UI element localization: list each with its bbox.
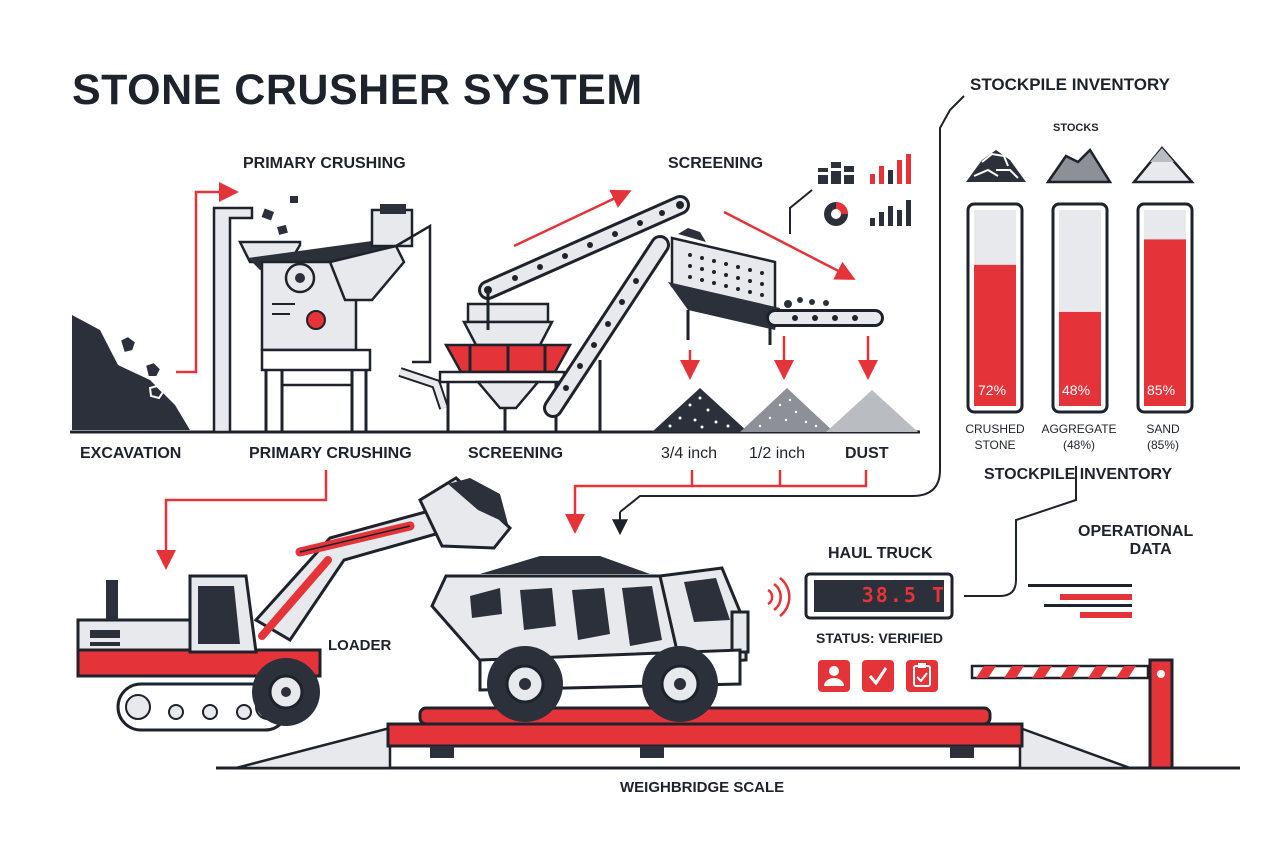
sand-pile-icon bbox=[1131, 146, 1195, 184]
label-screening-top: SCREENING bbox=[668, 155, 764, 172]
analytics-icon bbox=[818, 154, 911, 226]
conveyor-belt-icon bbox=[478, 195, 690, 300]
label-excavation: EXCAVATION bbox=[80, 445, 182, 462]
clipboard-icon[interactable] bbox=[906, 660, 938, 692]
signal-icon bbox=[767, 577, 791, 617]
user-icon[interactable] bbox=[818, 660, 850, 692]
screening-arrow bbox=[513, 189, 632, 248]
stock-bar-fill-crushed-stone bbox=[974, 264, 1016, 406]
pile-34-inch-icon bbox=[652, 388, 748, 432]
label-size-12: 1/2 inch bbox=[749, 445, 806, 462]
label-dust: DUST bbox=[845, 445, 889, 462]
stock-bars bbox=[966, 202, 1194, 414]
primary-crusher-icon bbox=[212, 196, 449, 434]
crushed-stone-pile-icon bbox=[966, 150, 1026, 182]
panel-connector bbox=[619, 95, 965, 513]
weight-display bbox=[804, 572, 954, 620]
pile-dust-icon bbox=[826, 390, 918, 432]
stock-pct-crushed-stone: 72% bbox=[978, 382, 1007, 398]
stock-pct-aggregate: 48% bbox=[1062, 382, 1091, 398]
weight-readout: 38.5 T bbox=[861, 583, 946, 607]
stock-name-aggregate: AGGREGATE(48%) bbox=[1041, 422, 1117, 452]
inventory-footer: STOCKPILE INVENTORY bbox=[984, 466, 1173, 483]
inventory-header: STOCKPILE INVENTORY bbox=[970, 75, 1170, 94]
label-weighbridge: WEIGHBRIDGE SCALE bbox=[620, 779, 785, 796]
cone-crusher-icon bbox=[438, 302, 573, 432]
label-haul-truck: HAUL TRUCK bbox=[828, 545, 933, 562]
label-primary-crushing: PRIMARY CRUSHING bbox=[249, 445, 412, 462]
weighbridge-icon bbox=[216, 706, 1240, 770]
page-title: STONE CRUSHER SYSTEM bbox=[72, 66, 643, 114]
stock-pct-sand: 85% bbox=[1147, 382, 1176, 398]
stock-bar-fill-aggregate bbox=[1059, 311, 1101, 406]
stock-name-sand: SAND(85%) bbox=[1146, 422, 1180, 452]
vibrating-screen-icon bbox=[668, 228, 884, 345]
feed-arrow bbox=[176, 182, 239, 374]
stock-bar-fill-sand bbox=[1144, 239, 1186, 406]
screening-arrow bbox=[723, 210, 856, 280]
label-loader: LOADER bbox=[328, 637, 392, 654]
haul-truck-icon bbox=[430, 556, 750, 722]
loader-icon bbox=[76, 476, 513, 732]
aggregate-pile-icon bbox=[1045, 148, 1113, 184]
label-size-34: 3/4 inch bbox=[661, 445, 718, 462]
operational-data-chart bbox=[1028, 584, 1132, 618]
pile-12-inch-icon bbox=[740, 388, 834, 432]
boom-barrier-icon bbox=[970, 658, 1174, 770]
excavation-rock-icon bbox=[72, 315, 190, 430]
label-screening: SCREENING bbox=[468, 445, 564, 462]
label-primary-crushing-top: PRIMARY CRUSHING bbox=[243, 155, 406, 172]
status-text: STATUS: VERIFIED bbox=[816, 630, 944, 646]
check-icon[interactable] bbox=[862, 660, 894, 692]
inventory-subheader: STOCKS bbox=[1053, 122, 1099, 134]
